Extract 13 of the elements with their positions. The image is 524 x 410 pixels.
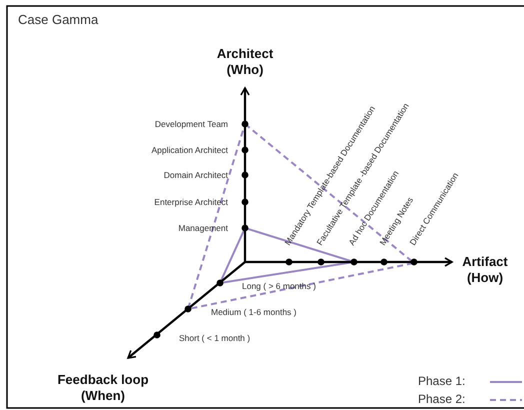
axis-title: Artifact (How) — [461, 254, 509, 286]
axis-title: Feedback loop (When) — [56, 372, 150, 404]
tick-label: Enterprise Architect — [154, 197, 228, 207]
tick-label: Short ( < 1 month ) — [179, 333, 250, 343]
tick-label: Medium ( 1-6 months ) — [211, 307, 296, 317]
tick-label: Domain Architect — [164, 170, 228, 180]
tick-label: Management — [178, 223, 228, 233]
axis-title: Architect (Who) — [216, 46, 274, 78]
legend-label: Phase 1: — [418, 374, 466, 389]
tick-label: Application Architect — [151, 145, 228, 155]
legend-label: Phase 2: — [418, 392, 466, 407]
diagram-title: Case Gamma — [18, 12, 98, 28]
tick-label: Development Team — [154, 119, 228, 129]
